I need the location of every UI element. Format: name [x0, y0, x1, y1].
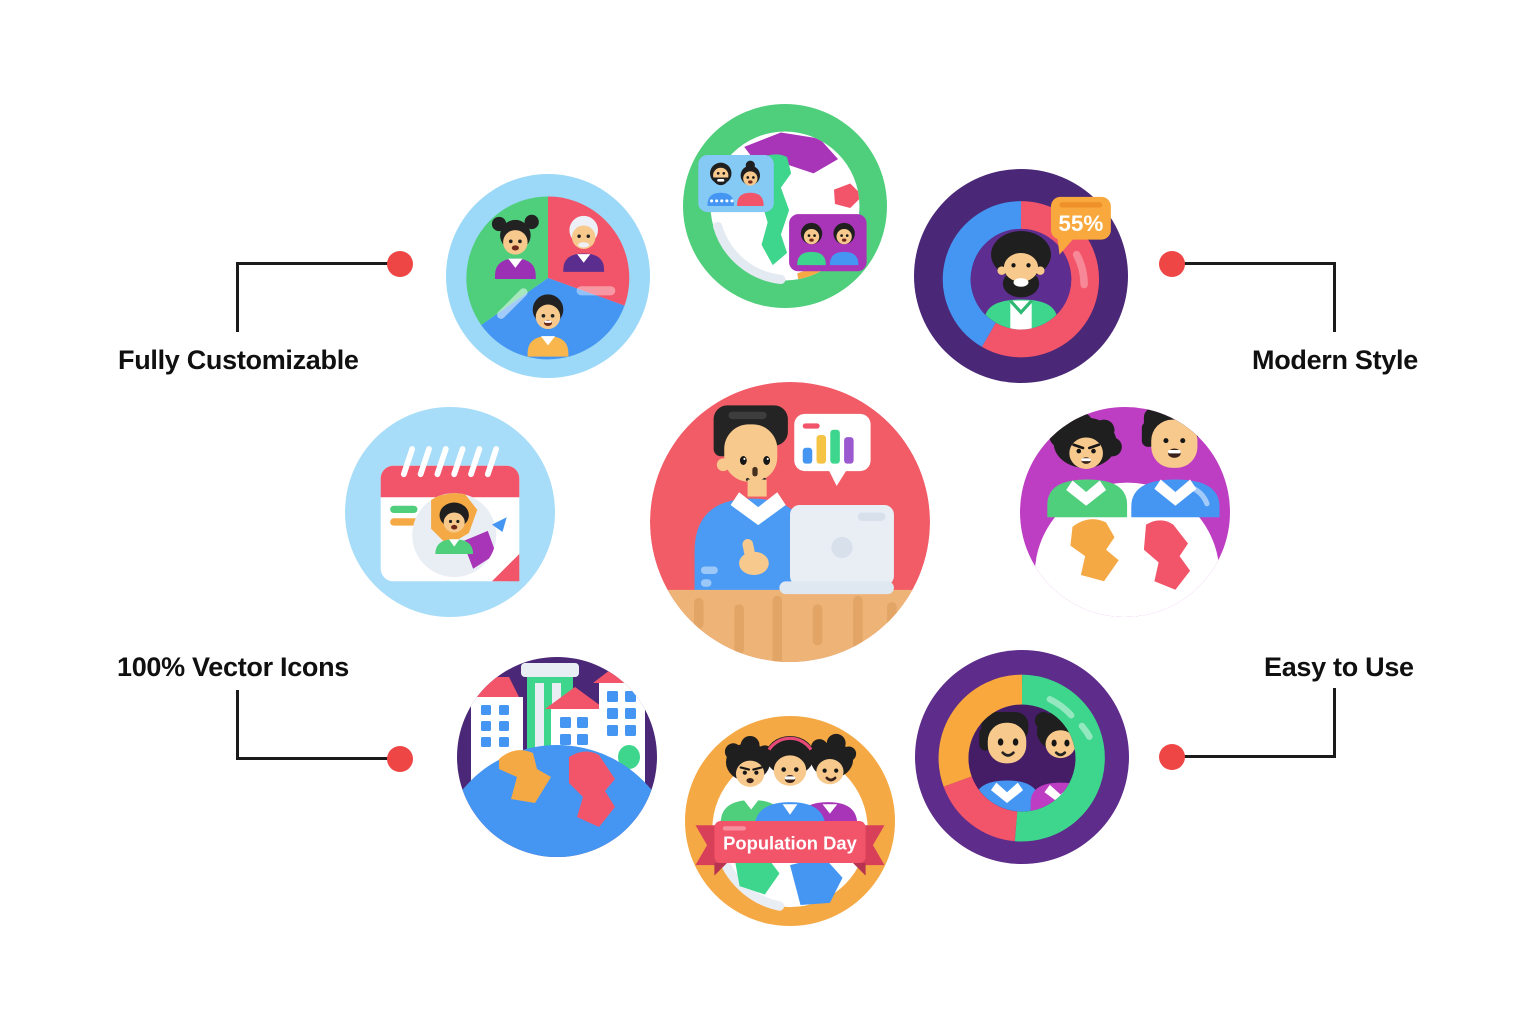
- urban-population-graphic: [457, 657, 657, 857]
- couple-world-map-graphic: [1020, 407, 1230, 617]
- calendar-binding-rings: [400, 446, 500, 478]
- laptop: [779, 505, 894, 595]
- population-day-emblem-graphic: Population Day: [685, 716, 895, 926]
- callout-label-fully-customizable: Fully Customizable: [118, 345, 359, 375]
- avatar-girl: [491, 214, 539, 280]
- callout-label-easy-to-use: Easy to Use: [1264, 652, 1414, 682]
- connector-dot-bottom-right: [1159, 744, 1185, 770]
- connector-dot-top-left: [387, 251, 413, 277]
- connector-line-bottom-left-v: [236, 690, 239, 760]
- callout-label-modern-style: Modern Style: [1252, 345, 1418, 375]
- population-day-ribbon: Population Day: [695, 821, 885, 876]
- connector-dot-top-right: [1159, 251, 1185, 277]
- population-analyst-icon: [650, 382, 930, 662]
- avatar-elder-man: [563, 215, 605, 272]
- avatar-man: [1131, 407, 1220, 518]
- connector-line-bottom-right-h: [1180, 755, 1336, 758]
- connector-line-top-right-v: [1333, 262, 1336, 332]
- desk: [650, 589, 930, 662]
- avatar-bearded-man: [984, 231, 1058, 330]
- connector-line-top-left-v: [236, 262, 239, 332]
- age-pie: [466, 196, 630, 360]
- world-population-globe-icon: [683, 104, 887, 308]
- connector-line-top-right-h: [1180, 262, 1336, 265]
- continent-red: [569, 751, 615, 827]
- population-analyst-graphic: [650, 382, 930, 662]
- map-regions: [735, 856, 843, 905]
- three-children: [720, 733, 858, 834]
- folded-corner: [492, 554, 520, 582]
- urban-population-icon: [457, 657, 657, 857]
- population-ratio-donut-graphic: [915, 650, 1129, 864]
- map-region-orange: [1070, 519, 1119, 582]
- population-day-ribbon-text: Population Day: [723, 832, 857, 853]
- calendar: [380, 446, 520, 582]
- age-groups-pie-chart-graphic: [446, 174, 650, 378]
- photo-card-couple: [698, 155, 774, 213]
- man-at-desk: [694, 405, 810, 592]
- connector-line-bottom-right-v: [1333, 688, 1336, 758]
- population-day-emblem-icon: Population Day: [685, 716, 895, 926]
- callout-label-vector-icons: 100% Vector Icons: [117, 652, 350, 682]
- percentage-badge-text: 55%: [1058, 211, 1103, 236]
- connector-line-top-left-h: [236, 262, 392, 265]
- map-region-red: [1143, 520, 1191, 590]
- connector-line-bottom-left-h: [236, 757, 392, 760]
- population-percentage-donut-graphic: 55%: [914, 169, 1128, 383]
- globe-water: [457, 745, 657, 857]
- map-regions: [1070, 519, 1191, 590]
- tree: [618, 745, 640, 769]
- population-calendar-graphic: [345, 407, 555, 617]
- connector-dot-bottom-left: [387, 746, 413, 772]
- ratio-donut-chart: [938, 674, 1105, 842]
- map-arrow: [492, 517, 507, 532]
- population-ratio-donut-icon: [915, 650, 1129, 864]
- couple-world-map-icon: [1020, 407, 1230, 617]
- bar-chart-bubble: [794, 413, 871, 486]
- age-groups-pie-chart-icon: [446, 174, 650, 378]
- city-on-globe: [457, 663, 657, 857]
- population-percentage-donut-icon: 55%: [914, 169, 1128, 383]
- percentage-badge: 55%: [1050, 196, 1111, 255]
- continent-orange: [499, 750, 551, 803]
- photo-card-kids: [789, 214, 867, 272]
- world-population-globe-graphic: [683, 104, 887, 308]
- calendar-avatar: [435, 502, 474, 554]
- map-region-red: [833, 183, 860, 209]
- population-calendar-icon: [345, 407, 555, 617]
- avatar-boy: [527, 294, 569, 357]
